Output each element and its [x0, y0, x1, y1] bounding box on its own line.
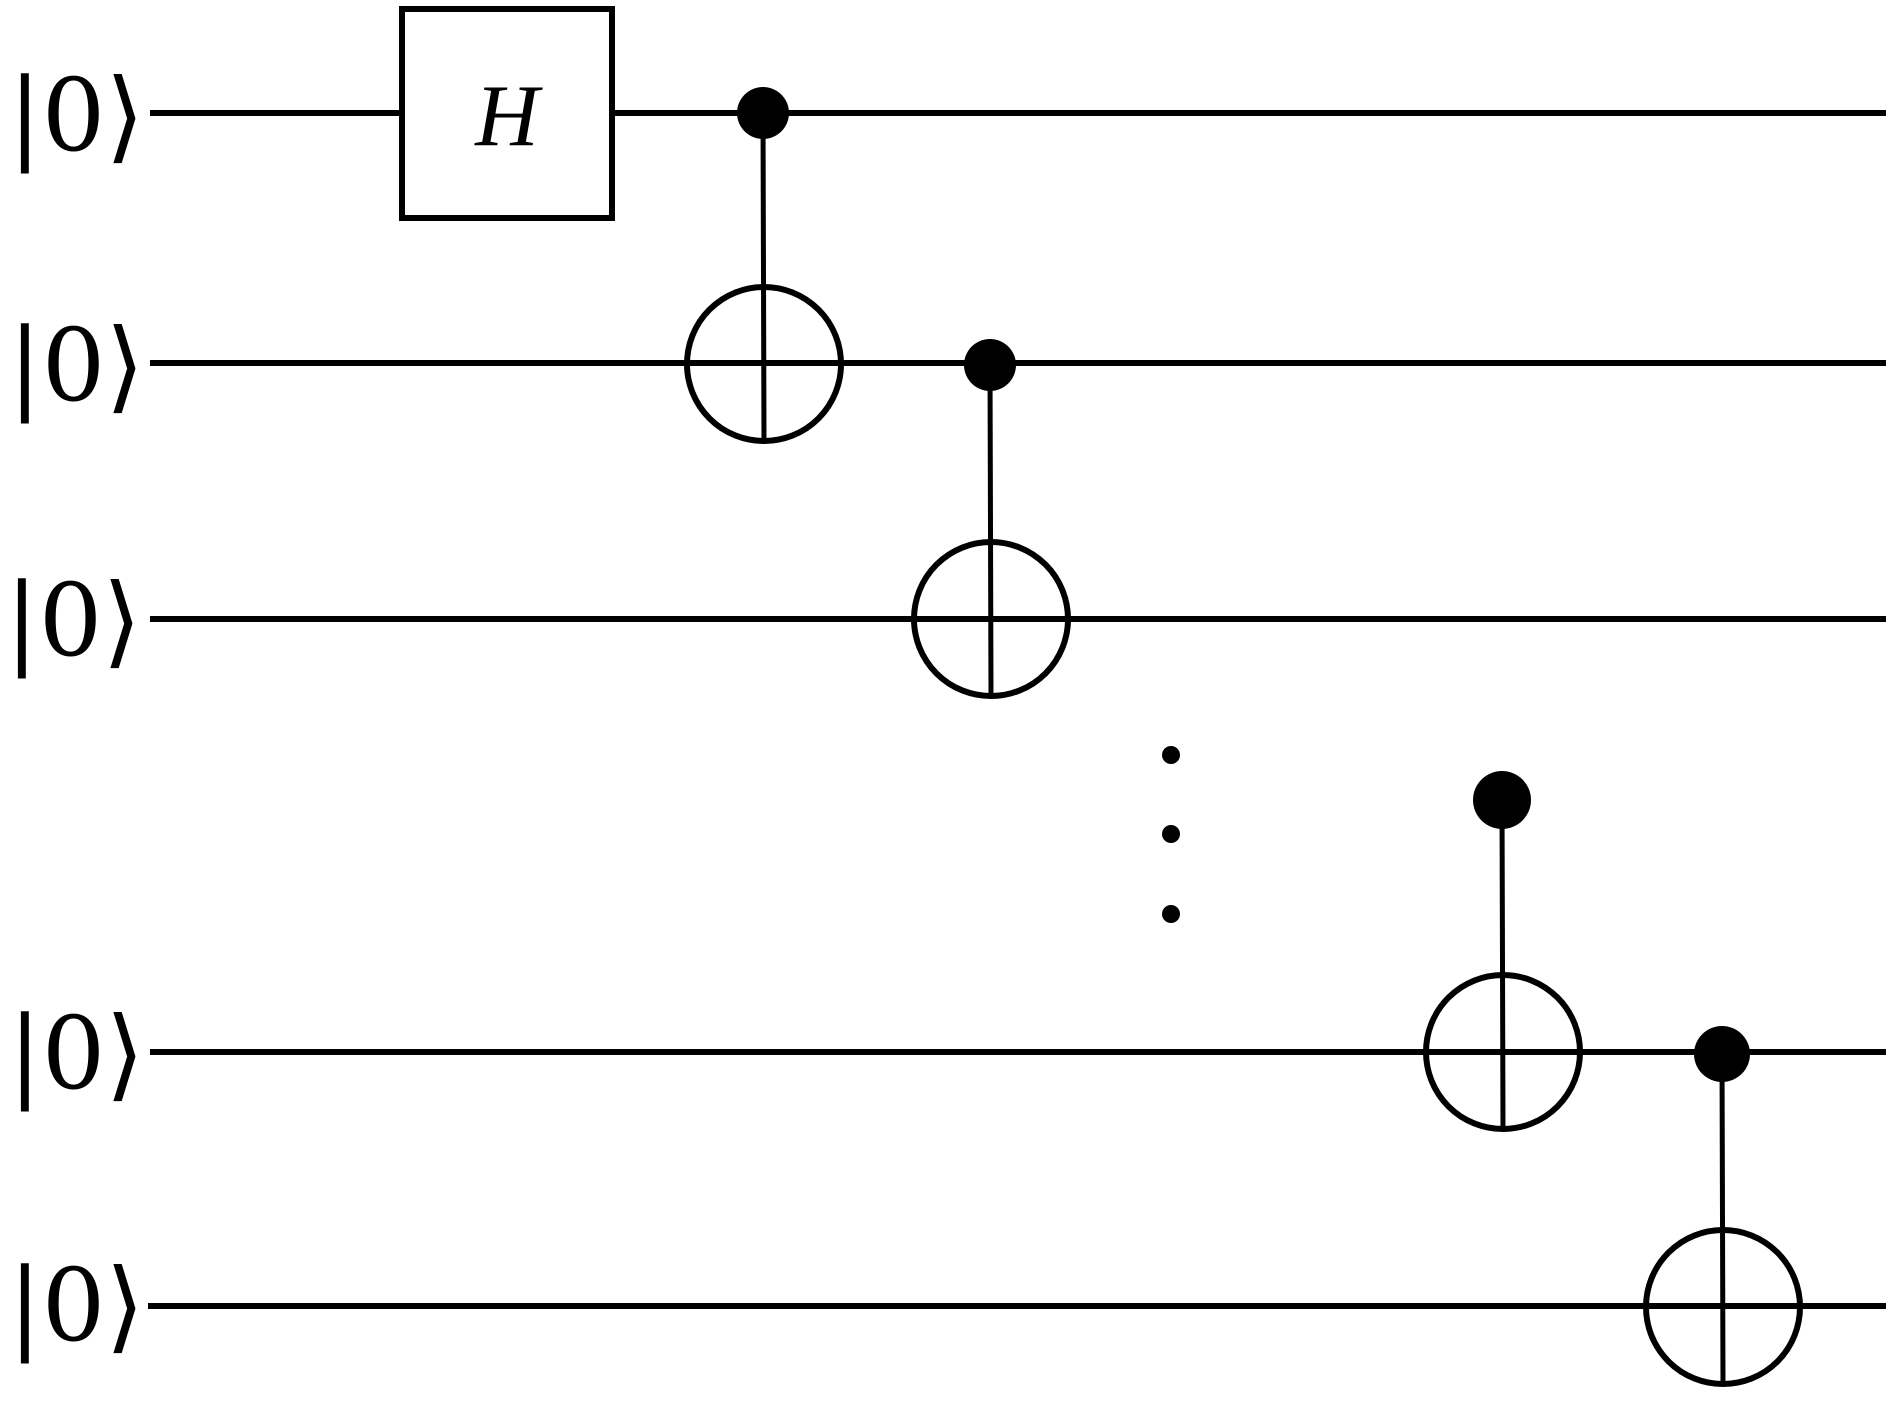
hadamard-gate: H — [399, 6, 615, 221]
input-labels: |0⟩ |0⟩ |0⟩ |0⟩ |0⟩ — [5, 57, 144, 1364]
cnot-gate-3 — [1423, 771, 1583, 1132]
cnot-3-control-line — [1499, 799, 1506, 1131]
cnot-4-control-line — [1719, 1053, 1726, 1386]
cnot-4-control-dot — [1694, 1026, 1750, 1082]
ellipsis-dot-2 — [1162, 825, 1180, 843]
cnot-gate-1 — [684, 87, 844, 444]
hadamard-gate-box — [399, 6, 615, 221]
cnot-3-target-circle — [1423, 972, 1583, 1132]
qubit-5-input-label: |0⟩ — [8, 1247, 144, 1364]
ellipsis-dot-1 — [1162, 746, 1180, 764]
qubit-2-input-label: |0⟩ — [8, 307, 144, 424]
cnot-1-control-line — [760, 112, 767, 443]
qubit-1-input-label: |0⟩ — [8, 57, 144, 174]
cnot-2-target-circle — [911, 539, 1071, 699]
cnot-4-target-circle — [1643, 1227, 1803, 1387]
cnot-3-control-dot — [1473, 771, 1531, 829]
cnot-1-target-circle — [684, 284, 844, 444]
cnot-2-control-dot — [964, 339, 1016, 391]
cnot-1-control-dot — [737, 87, 789, 139]
qubit-4-input-label: |0⟩ — [8, 995, 144, 1112]
cnot-gate-4 — [1643, 1026, 1803, 1387]
hadamard-gate-label: H — [474, 68, 543, 165]
ellipsis-dot-3 — [1162, 905, 1180, 923]
vertical-ellipsis — [1162, 746, 1180, 923]
cnot-gate-2 — [911, 339, 1071, 699]
qubit-3-input-label: |0⟩ — [5, 562, 141, 679]
cnot-2-control-line — [987, 364, 994, 697]
wires — [148, 110, 1886, 1309]
